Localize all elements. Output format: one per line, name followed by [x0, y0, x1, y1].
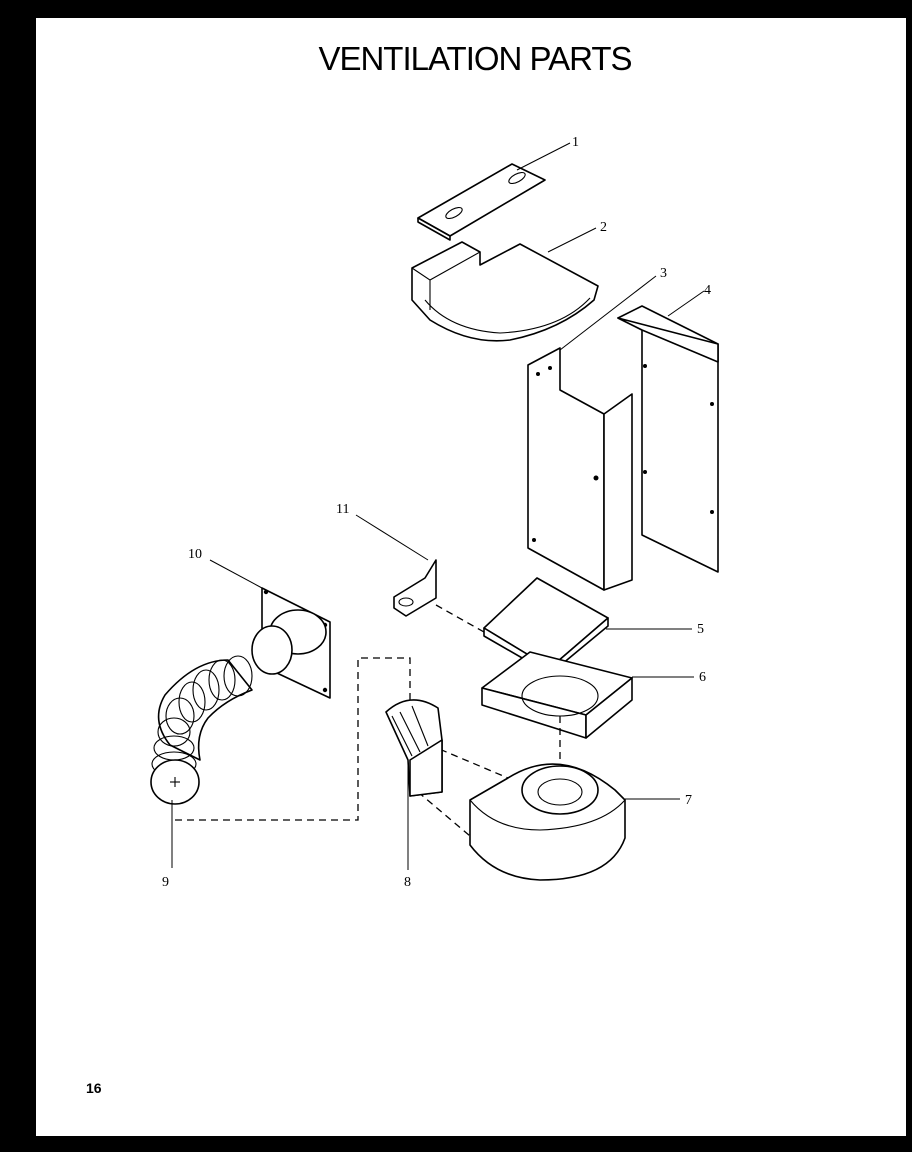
- callout-10: 10: [188, 547, 202, 562]
- leader-lines: [171, 142, 705, 870]
- callout-5: 5: [697, 622, 704, 637]
- part-4-side-panel: [617, 305, 719, 573]
- callout-1: 1: [572, 135, 579, 150]
- part-10-wall-flange: [251, 587, 331, 699]
- scan-border-bottom: [0, 1136, 912, 1152]
- callout-4: 4: [704, 283, 711, 298]
- part-2-duct-top: [411, 241, 599, 342]
- callout-3: 3: [660, 266, 667, 281]
- part-6-collar: [481, 651, 633, 790]
- callout-9: 9: [162, 875, 169, 890]
- part-1-top-plate: [417, 163, 546, 241]
- callout-7: 7: [685, 793, 692, 808]
- callout-11: 11: [336, 502, 349, 517]
- part-9-flex-hose: [150, 655, 411, 821]
- page-title: VENTILATION PARTS: [318, 40, 632, 77]
- page-number: 16: [86, 1080, 102, 1096]
- callout-2: 2: [600, 220, 607, 235]
- callout-6: 6: [699, 670, 706, 685]
- part-8-transition-duct: [385, 699, 443, 797]
- part-11-bracket: [393, 559, 485, 633]
- part-7-blower: [417, 739, 626, 881]
- callout-8: 8: [404, 875, 411, 890]
- part-3-housing-panel: [527, 347, 633, 591]
- callout-labels: 1 2 3 4 5 6 7 8 9 10 11: [162, 135, 711, 890]
